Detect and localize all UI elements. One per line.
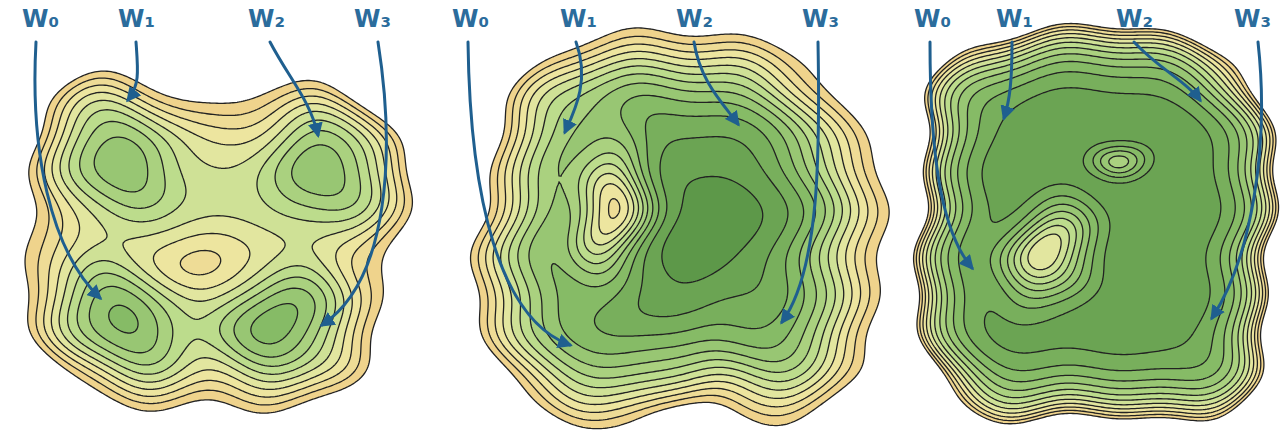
weight-label: W₀ xyxy=(22,6,59,32)
weight-arrow xyxy=(565,42,582,132)
weight-arrow xyxy=(128,42,138,100)
weight-label: W₂ xyxy=(1116,6,1153,32)
contour-line xyxy=(109,304,298,344)
contour-line xyxy=(36,78,404,405)
contour-line xyxy=(948,61,1244,381)
contour-line xyxy=(930,42,1261,403)
contour-line xyxy=(25,71,412,413)
weight-arrow xyxy=(1212,42,1261,318)
contour-line xyxy=(493,51,859,404)
contour-line xyxy=(551,95,815,354)
contour-line xyxy=(59,100,381,382)
contour-line xyxy=(51,92,389,389)
weight-arrow xyxy=(930,42,972,268)
contour-line xyxy=(77,122,360,367)
contour-map xyxy=(471,28,890,429)
contour-line xyxy=(662,177,763,283)
weight-arrow xyxy=(468,42,570,345)
weight-arrow xyxy=(694,42,738,124)
contour-line xyxy=(914,24,1279,424)
weight-label: W₃ xyxy=(1234,6,1271,32)
contour-maps xyxy=(25,24,1279,429)
contour-line xyxy=(478,36,878,420)
weight-label: W₀ xyxy=(914,6,951,32)
contour-map xyxy=(914,24,1279,424)
weight-label: W₁ xyxy=(996,6,1033,32)
contour-line xyxy=(926,38,1266,409)
contour-line xyxy=(518,74,834,378)
weight-label: W₁ xyxy=(118,6,155,32)
contour-line xyxy=(68,110,372,375)
weight-label: W₀ xyxy=(452,6,489,32)
arrow-group xyxy=(35,42,1262,345)
contour-line xyxy=(935,48,1257,398)
contour-line xyxy=(941,54,1252,391)
contour-line xyxy=(959,72,1236,371)
contour-line xyxy=(982,88,1221,355)
contour-line xyxy=(44,85,397,397)
weight-label: W₂ xyxy=(248,6,285,32)
contour-line xyxy=(916,27,1275,421)
contour-line xyxy=(471,28,890,429)
contour-line xyxy=(638,137,788,317)
weight-arrow xyxy=(1134,42,1200,100)
weight-label: W₂ xyxy=(676,6,713,32)
weight-arrow xyxy=(35,42,100,298)
contour-line xyxy=(594,114,803,336)
contour-line xyxy=(89,137,345,357)
weight-label: W₁ xyxy=(560,6,597,32)
weight-arrow xyxy=(270,42,318,135)
weight-arrow xyxy=(1004,42,1012,118)
contour-line xyxy=(501,59,851,397)
weight-arrow xyxy=(782,42,819,322)
contour-line xyxy=(923,34,1270,414)
weight-label: W₃ xyxy=(354,6,391,32)
weight-arrow xyxy=(322,42,386,325)
weight-label: W₃ xyxy=(802,6,839,32)
contour-line xyxy=(919,30,1272,417)
contour-line xyxy=(529,83,825,367)
contour-line xyxy=(486,44,868,412)
contour-map xyxy=(25,71,412,413)
